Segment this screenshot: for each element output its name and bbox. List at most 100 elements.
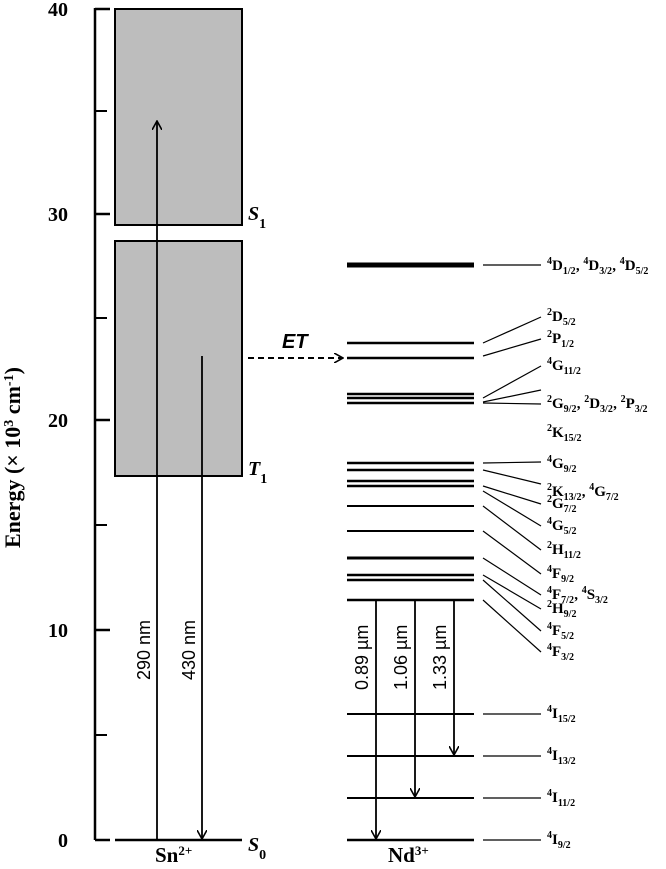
- term-separator: ,: [577, 396, 585, 412]
- nd-term-label: 2D5/2: [547, 307, 576, 328]
- term-j-value: 9/2: [564, 609, 577, 620]
- term-letter: S: [587, 587, 595, 603]
- nd-label-connector: [482, 490, 542, 527]
- term-multiplicity: 2: [621, 394, 626, 405]
- nd-levels: [347, 262, 474, 842]
- nd-term-label: 4G11/2: [547, 356, 581, 377]
- energy-transfer-label: ET: [282, 331, 309, 353]
- term-j-value: 5/2: [563, 317, 576, 328]
- nd-label-connector: [482, 574, 542, 610]
- y-tick-label: 10: [48, 620, 68, 642]
- nd-term-label: 4F5/2: [547, 621, 574, 642]
- term-separator: ,: [574, 587, 582, 603]
- term-j-value: 9/2: [564, 464, 577, 475]
- nd-label-connector: [482, 599, 542, 653]
- s0-label: S0: [248, 834, 266, 863]
- nd-term-label: 4F9/2: [547, 564, 574, 585]
- nd-term-label: 2P1/2: [547, 329, 574, 350]
- nd-ion-label: Nd3+: [388, 843, 429, 868]
- term-multiplicity: 4: [547, 621, 552, 632]
- term-j-value: 13/2: [558, 756, 576, 767]
- term-separator: ,: [582, 484, 590, 500]
- term-multiplicity: 2: [547, 423, 552, 434]
- nd-term-label: 4G5/2: [547, 516, 576, 537]
- nd-label-connector: [482, 338, 542, 357]
- term-multiplicity: 4: [582, 585, 587, 596]
- term-letter: K: [552, 425, 564, 441]
- nd-label-connector: [482, 505, 542, 551]
- nd-label-connector: [482, 402, 542, 405]
- term-letter: G: [552, 496, 564, 512]
- y-tick-label: 30: [48, 204, 68, 226]
- term-separator: ,: [612, 258, 620, 274]
- s0-label-sub: 0: [259, 848, 266, 863]
- nd-term-label: 2G7/2: [547, 494, 576, 515]
- term-letter: I: [552, 832, 558, 848]
- term-j-value: 13/2: [564, 492, 582, 503]
- sn-ion-label: Sn2+: [155, 843, 192, 868]
- term-multiplicity: 4: [547, 516, 552, 527]
- term-j-value: 7/2: [564, 504, 577, 515]
- term-j-value: 15/2: [558, 714, 576, 725]
- y-tick-label: 0: [58, 830, 68, 852]
- nd-term-label: 2K13/2 , 4G7/2: [547, 482, 619, 503]
- term-letter: F: [552, 644, 561, 660]
- term-multiplicity: 4: [547, 746, 552, 757]
- term-separator: ,: [613, 396, 621, 412]
- s1-band: [114, 8, 243, 226]
- nd-label-connector: [482, 461, 542, 464]
- y-axis-label-close: ): [0, 367, 25, 374]
- y-tick-label: 20: [48, 410, 68, 432]
- term-multiplicity: 2: [547, 394, 552, 405]
- nd-emission-label-106: 1.06 µm: [391, 625, 411, 690]
- y-axis-label-unit-sup: -1: [2, 374, 17, 386]
- term-j-value: 3/2: [600, 404, 613, 415]
- term-multiplicity: 4: [589, 482, 594, 493]
- term-letter: G: [552, 456, 564, 472]
- nd-emission-label-089: 0.89 µm: [352, 625, 372, 690]
- nd-emission-label-133: 1.33 µm: [430, 625, 450, 690]
- nd-label-connector: [482, 485, 542, 505]
- nd-label-connector: [482, 579, 542, 632]
- t1-label: T1: [248, 458, 267, 487]
- term-j-value: 11/2: [564, 550, 581, 561]
- term-j-value: 15/2: [564, 433, 582, 444]
- term-j-value: 11/2: [564, 366, 581, 377]
- term-letter: G: [552, 396, 564, 412]
- term-letter: F: [552, 566, 561, 582]
- nd-ion-sup: 3+: [415, 843, 429, 858]
- nd-label-connector: [482, 530, 542, 575]
- nd-term-label: 4F3/2: [547, 642, 574, 663]
- term-letter: D: [588, 258, 599, 274]
- term-letter: G: [552, 518, 564, 534]
- t1-label-sub: 1: [260, 472, 267, 487]
- term-letter: D: [552, 309, 563, 325]
- term-letter: G: [594, 484, 606, 500]
- s0-label-main: S: [248, 834, 259, 856]
- term-letter: D: [625, 258, 636, 274]
- emission-label: 430 nm: [179, 620, 199, 680]
- nd-ion-main: Nd: [388, 843, 415, 867]
- term-separator: ,: [576, 258, 584, 274]
- sn-ion-sup: 2+: [178, 843, 192, 858]
- term-multiplicity: 2: [547, 329, 552, 340]
- term-j-value: 5/2: [564, 526, 577, 537]
- term-letter: H: [552, 601, 564, 617]
- term-j-value: 9/2: [561, 574, 574, 585]
- term-letter: P: [626, 396, 635, 412]
- nd-term-label: 4F7/2 , 4S3/2: [547, 585, 608, 606]
- term-j-value: 1/2: [561, 339, 574, 350]
- term-letter: I: [552, 706, 558, 722]
- term-multiplicity: 2: [547, 482, 552, 493]
- nd-term-label: 4D1/2 , 4D3/2 , 4D5/2: [547, 256, 648, 277]
- s1-label: S1: [248, 203, 266, 232]
- nd-label-connector: [482, 365, 542, 399]
- term-j-value: 5/2: [636, 266, 649, 277]
- term-multiplicity: 4: [583, 256, 588, 267]
- term-multiplicity: 4: [547, 454, 552, 465]
- t1-label-main: T: [248, 458, 261, 480]
- term-letter: P: [552, 331, 561, 347]
- s1-label-sub: 1: [259, 217, 266, 232]
- nd-term-label: 4I15/2: [547, 704, 576, 725]
- nd-term-label: 4I11/2: [547, 788, 575, 809]
